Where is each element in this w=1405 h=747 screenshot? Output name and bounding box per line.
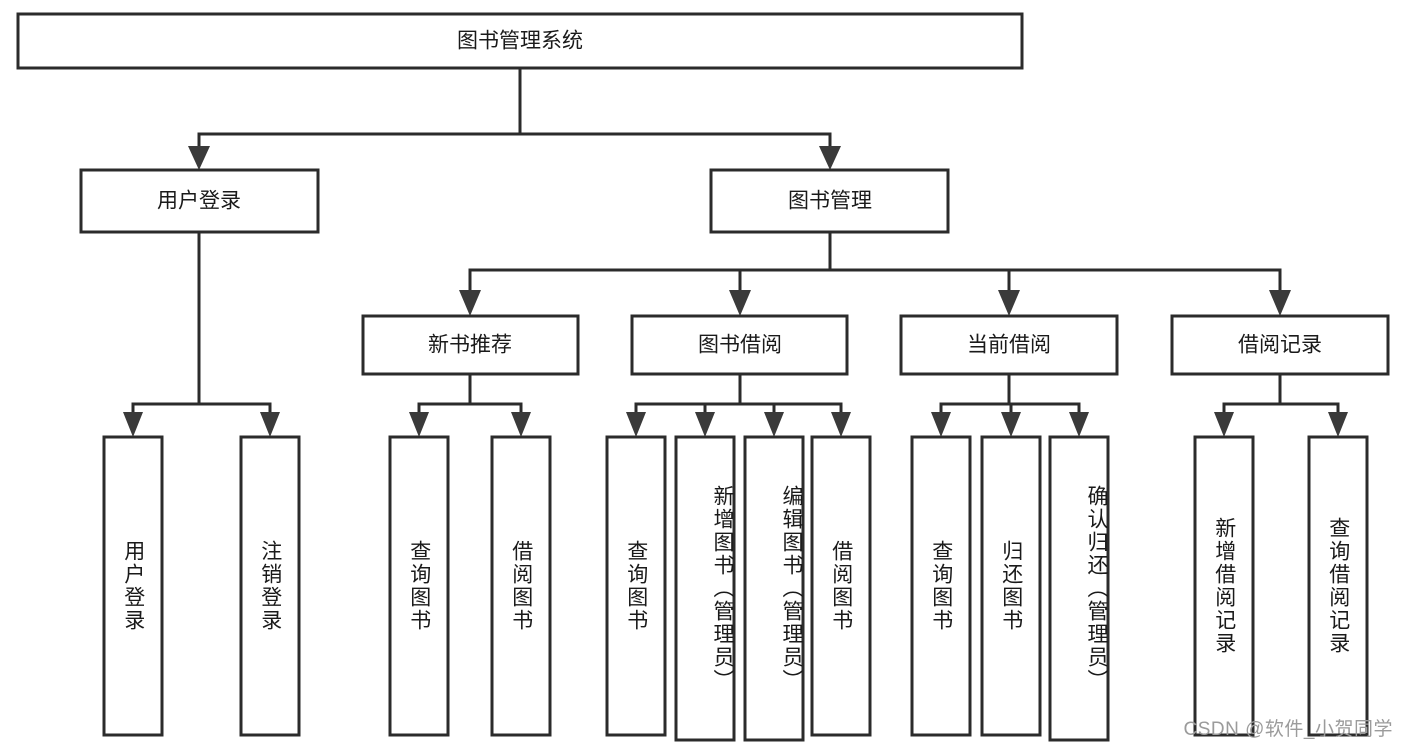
leaf-box-return-book[interactable]: [980, 435, 1042, 737]
node-borrow-record[interactable]: 借阅记录: [1170, 314, 1390, 376]
leaf-box-borrow-book-1[interactable]: [490, 435, 552, 737]
arrow-head-icon: [626, 412, 646, 437]
arrow-head-icon: [819, 146, 841, 170]
node-book-borrow[interactable]: 图书借阅: [630, 314, 849, 376]
node-current-borrow-box[interactable]: [899, 314, 1119, 376]
connector-borrowrecord-to-leaves: [1214, 372, 1348, 437]
leaf-box-add-book[interactable]: [674, 435, 736, 742]
arrow-head-icon: [459, 290, 481, 316]
node-book-manage-box[interactable]: [709, 168, 950, 234]
connector-newbookrec-to-leaves: [409, 372, 531, 437]
leaf-box-query-book-2[interactable]: [605, 435, 667, 737]
node-new-book-rec-box[interactable]: [361, 314, 580, 376]
arrow-head-icon: [695, 412, 715, 437]
arrow-head-icon: [831, 412, 851, 437]
arrow-head-icon: [1001, 412, 1021, 437]
node-book-borrow-box[interactable]: [630, 314, 849, 376]
arrow-head-icon: [998, 290, 1020, 316]
leaf-box-confirm-return[interactable]: [1048, 435, 1110, 742]
node-root[interactable]: 图书管理系统: [16, 12, 1024, 70]
leaf-box-query-book-3[interactable]: [910, 435, 972, 737]
arrow-head-icon: [511, 412, 531, 437]
connector-currentborrow-to-leaves: [931, 372, 1089, 437]
connector-userlogin-to-leaves: [123, 230, 280, 437]
connector-root-to-level1: [188, 66, 841, 170]
arrow-head-icon: [931, 412, 951, 437]
node-borrow-record-label: 借阅记录: [1238, 334, 1322, 357]
node-user-login-label: 用户登录: [157, 190, 241, 213]
leaf-box-user-login[interactable]: [102, 435, 164, 737]
node-current-borrow[interactable]: 当前借阅: [899, 314, 1119, 376]
node-root-label: 图书管理系统: [457, 30, 583, 53]
node-new-book-rec-label: 新书推荐: [428, 334, 512, 357]
node-user-login-box[interactable]: [79, 168, 320, 234]
arrow-head-icon: [123, 412, 143, 437]
node-user-login[interactable]: 用户登录: [79, 168, 320, 234]
arrow-head-icon: [1269, 290, 1291, 316]
leaf-box-edit-book[interactable]: [743, 435, 805, 742]
leaf-box-query-record[interactable]: [1307, 435, 1369, 737]
leaf-box-query-book-1[interactable]: [388, 435, 450, 737]
node-book-manage[interactable]: 图书管理: [709, 168, 950, 234]
arrow-head-icon: [1328, 412, 1348, 437]
node-book-manage-label: 图书管理: [788, 190, 872, 213]
arrow-head-icon: [409, 412, 429, 437]
arrow-head-icon: [1214, 412, 1234, 437]
watermark-text: CSDN @软件_小贺同学: [1183, 719, 1393, 740]
arrow-head-icon: [729, 290, 751, 316]
leaf-box-add-record[interactable]: [1193, 435, 1255, 737]
leaf-box-user-logout[interactable]: [239, 435, 301, 737]
connector-bookmanage-to-level2: [459, 230, 1291, 316]
node-new-book-rec[interactable]: 新书推荐: [361, 314, 580, 376]
connector-bookborrow-to-leaves: [626, 372, 851, 437]
arrow-head-icon: [188, 146, 210, 170]
arrow-head-icon: [260, 412, 280, 437]
node-root-box[interactable]: [16, 12, 1024, 70]
node-borrow-record-box[interactable]: [1170, 314, 1390, 376]
leaf-box-borrow-book-2[interactable]: [810, 435, 872, 737]
arrow-head-icon: [764, 412, 784, 437]
node-book-borrow-label: 图书借阅: [698, 334, 782, 357]
node-current-borrow-label: 当前借阅: [967, 334, 1051, 357]
arrow-head-icon: [1069, 412, 1089, 437]
